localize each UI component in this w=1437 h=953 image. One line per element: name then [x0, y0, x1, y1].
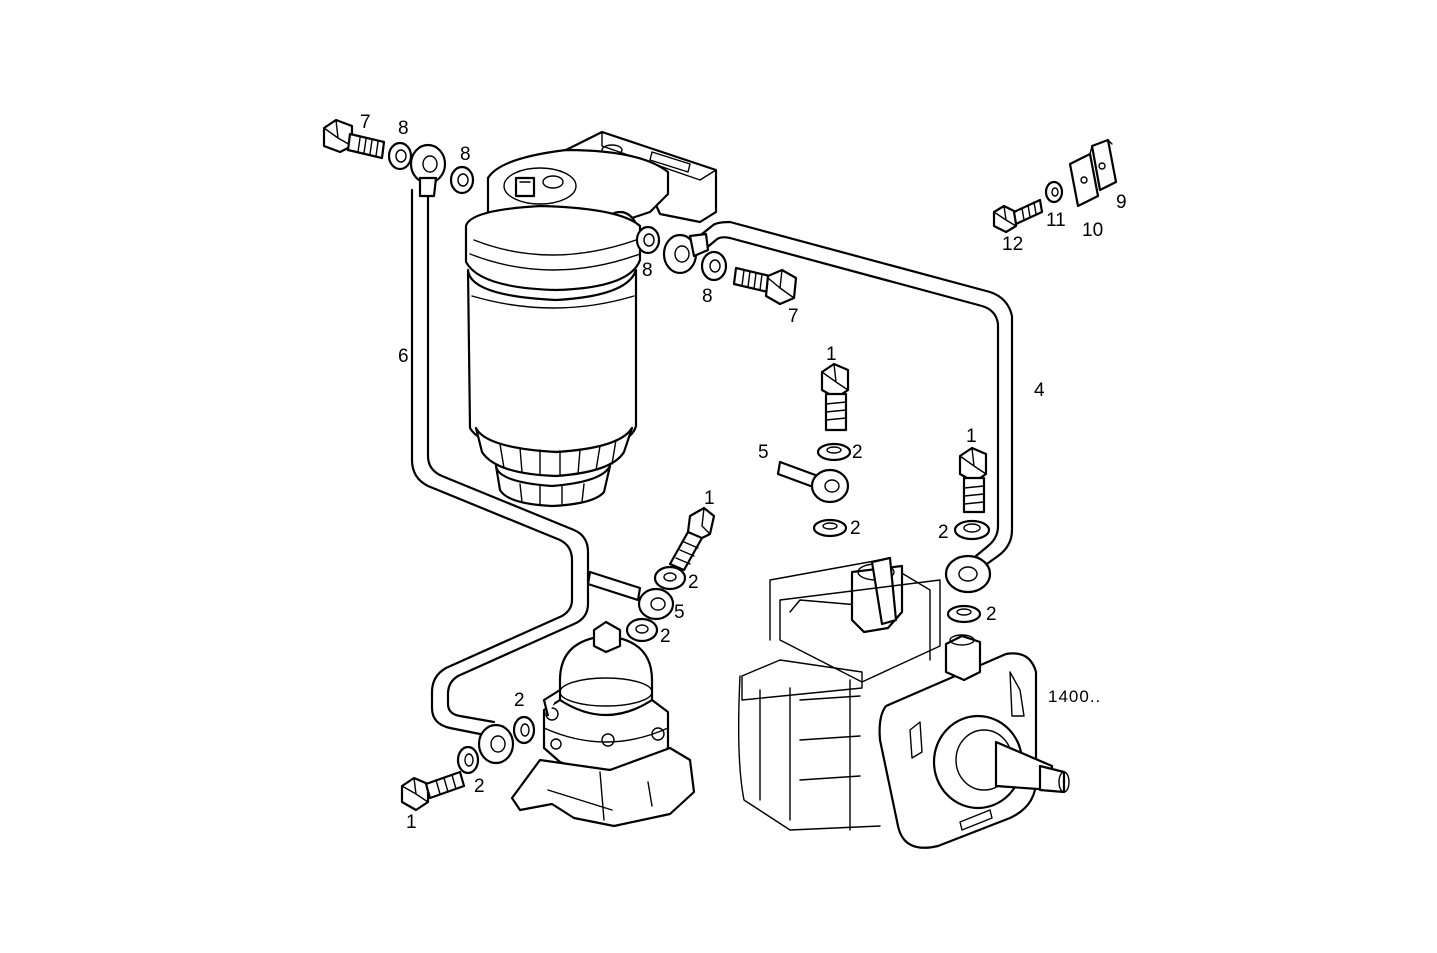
bottom-left-fittings	[400, 715, 536, 812]
callout-12: 12	[1002, 234, 1023, 255]
callout-1-center: 1	[826, 344, 837, 365]
reference-code: 1400..	[1048, 687, 1101, 706]
callout-7-top-right: 7	[788, 306, 799, 327]
callout-2-center-upper: 2	[852, 442, 863, 463]
callout-labels: 7 8 8 6 8 8 7 9 10 11 12 4 1 2 5 2 1 2 2…	[360, 112, 1127, 833]
top-right-fittings	[635, 225, 798, 306]
callout-5-feed: 5	[674, 602, 685, 623]
callout-7-top-left: 7	[360, 112, 371, 133]
callout-2-bottom-lower: 2	[474, 776, 485, 797]
callout-2-feed-lower: 2	[660, 626, 671, 647]
fuel-pipe-4	[700, 220, 1014, 568]
top-left-fittings	[322, 118, 475, 198]
callout-1-bottom: 1	[406, 812, 417, 833]
callout-10: 10	[1082, 220, 1103, 241]
fuel-filter-assembly	[464, 130, 718, 508]
feed-pump-banjo-group	[586, 506, 716, 643]
callout-5-center: 5	[758, 442, 769, 463]
callout-8-top-right-a: 8	[642, 260, 653, 281]
right-banjo-group	[944, 446, 992, 624]
callout-8-top-left-a: 8	[398, 118, 409, 139]
callout-2-bottom-upper: 2	[514, 690, 525, 711]
callout-1-right: 1	[966, 426, 977, 447]
center-banjo-group	[776, 362, 852, 538]
callout-8-top-right-b: 8	[702, 286, 713, 307]
callout-2-feed-upper: 2	[688, 572, 699, 593]
callout-8-top-left-b: 8	[460, 144, 471, 165]
callout-2-right-lower: 2	[986, 604, 997, 625]
callout-2-center-lower: 2	[850, 518, 861, 539]
feed-pump	[510, 620, 696, 828]
callout-2-right-upper: 2	[938, 522, 949, 543]
callout-1-feed-pump: 1	[704, 488, 715, 509]
callout-6-pipe: 6	[398, 346, 409, 367]
clamp-set	[992, 138, 1118, 234]
callout-9: 9	[1116, 192, 1127, 213]
callout-4-pipe: 4	[1034, 380, 1045, 401]
fuel-pipe-6	[410, 188, 590, 738]
injection-pump	[737, 556, 1070, 849]
callout-11: 11	[1046, 210, 1066, 231]
